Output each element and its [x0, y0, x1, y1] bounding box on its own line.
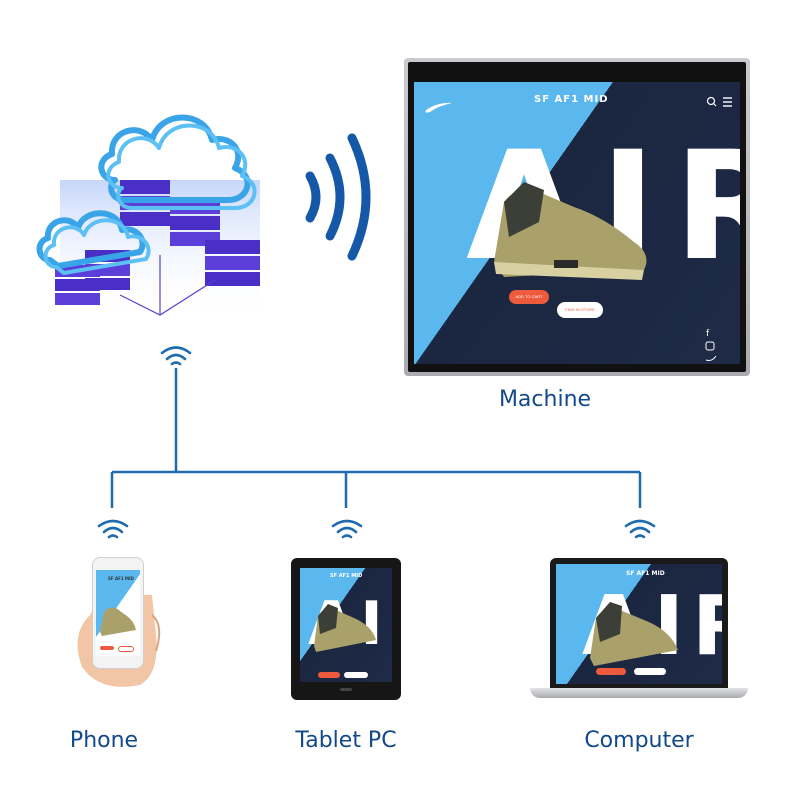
facebook-icon: f	[706, 329, 710, 339]
machine-screen: SF AF1 MID AIR ADD TO CART FIND IN-STORE…	[414, 82, 740, 364]
laptop-base	[530, 688, 748, 698]
tablet-home-indicator	[340, 688, 352, 691]
phone-label: Phone	[69, 728, 139, 753]
tablet-device: SF AF1 MID AIR	[291, 558, 401, 700]
instagram-icon	[705, 341, 715, 351]
phone-primary-button[interactable]	[100, 646, 114, 650]
tablet-screen: SF AF1 MID AIR	[300, 568, 392, 682]
laptop-primary-button[interactable]	[596, 668, 626, 675]
cloud-icon	[36, 114, 257, 275]
machine-label: Machine	[498, 387, 592, 412]
wifi-icon	[97, 519, 129, 539]
wifi-icon	[624, 519, 656, 539]
machine-display: SF AF1 MID AIR ADD TO CART FIND IN-STORE…	[404, 58, 750, 376]
nike-swoosh-icon	[425, 102, 452, 113]
machine-find-in-store-button[interactable]: FIND IN-STORE	[557, 302, 603, 318]
phone-screen: SF AF1 MID	[96, 570, 140, 656]
laptop-secondary-button[interactable]	[634, 668, 666, 675]
twitter-icon	[705, 355, 717, 361]
laptop-screen-header: SF AF1 MID	[626, 570, 665, 577]
laptop-device: SF AF1 MID AIR	[550, 558, 728, 688]
tablet-screen-header: SF AF1 MID	[330, 573, 363, 579]
computer-label: Computer	[584, 728, 694, 753]
wifi-broadcast-icon	[305, 133, 371, 261]
tablet-secondary-button[interactable]	[344, 672, 368, 678]
tablet-label: Tablet PC	[295, 728, 397, 753]
phone-secondary-button[interactable]	[118, 646, 134, 652]
machine-screen-header: SF AF1 MID	[534, 94, 609, 105]
phone-screen-header: SF AF1 MID	[108, 576, 134, 581]
search-icon	[706, 96, 717, 107]
menu-icon	[723, 97, 732, 107]
phone-device: SF AF1 MID	[92, 557, 144, 669]
tablet-primary-button[interactable]	[318, 672, 340, 678]
wifi-icon	[331, 519, 363, 539]
laptop-screen: SF AF1 MID AIR	[556, 564, 722, 684]
cloud-server-illustration	[36, 114, 260, 320]
wifi-icon	[160, 346, 192, 366]
sneaker-image	[494, 182, 647, 280]
machine-add-to-cart-button[interactable]: ADD TO CART	[509, 290, 549, 304]
